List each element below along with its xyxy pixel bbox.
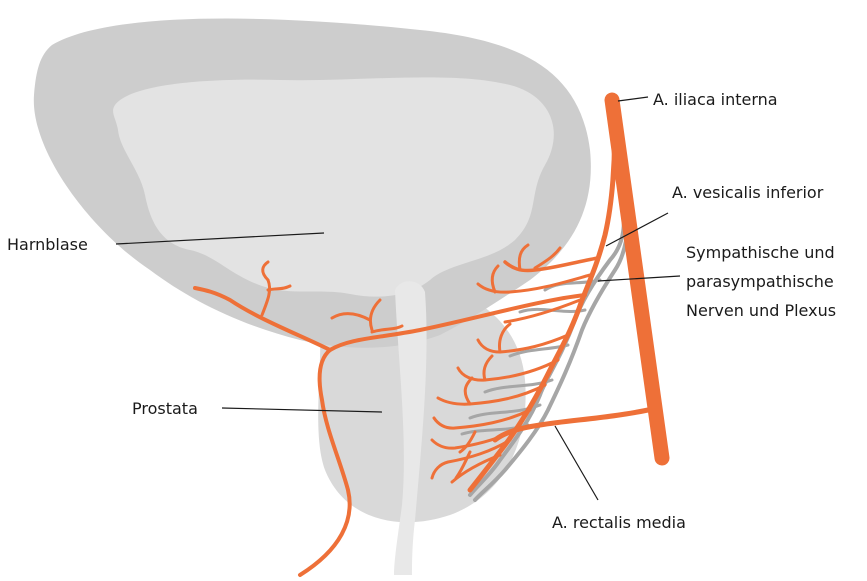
label-nerves-line-3: Nerven und Plexus xyxy=(686,301,836,320)
label-a-rectalis-media: A. rectalis media xyxy=(552,513,686,532)
label-nerves-line-1: Sympathische und xyxy=(686,243,835,262)
label-prostata: Prostata xyxy=(132,399,198,418)
label-a-iliaca-interna: A. iliaca interna xyxy=(653,90,778,109)
label-a-vesicalis-inferior: A. vesicalis inferior xyxy=(672,183,824,202)
label-harnblase: Harnblase xyxy=(7,235,88,254)
leader-iliaca xyxy=(618,97,648,101)
label-nerves-line-2: parasympathische xyxy=(686,272,834,291)
leader-rectalis xyxy=(555,426,598,500)
